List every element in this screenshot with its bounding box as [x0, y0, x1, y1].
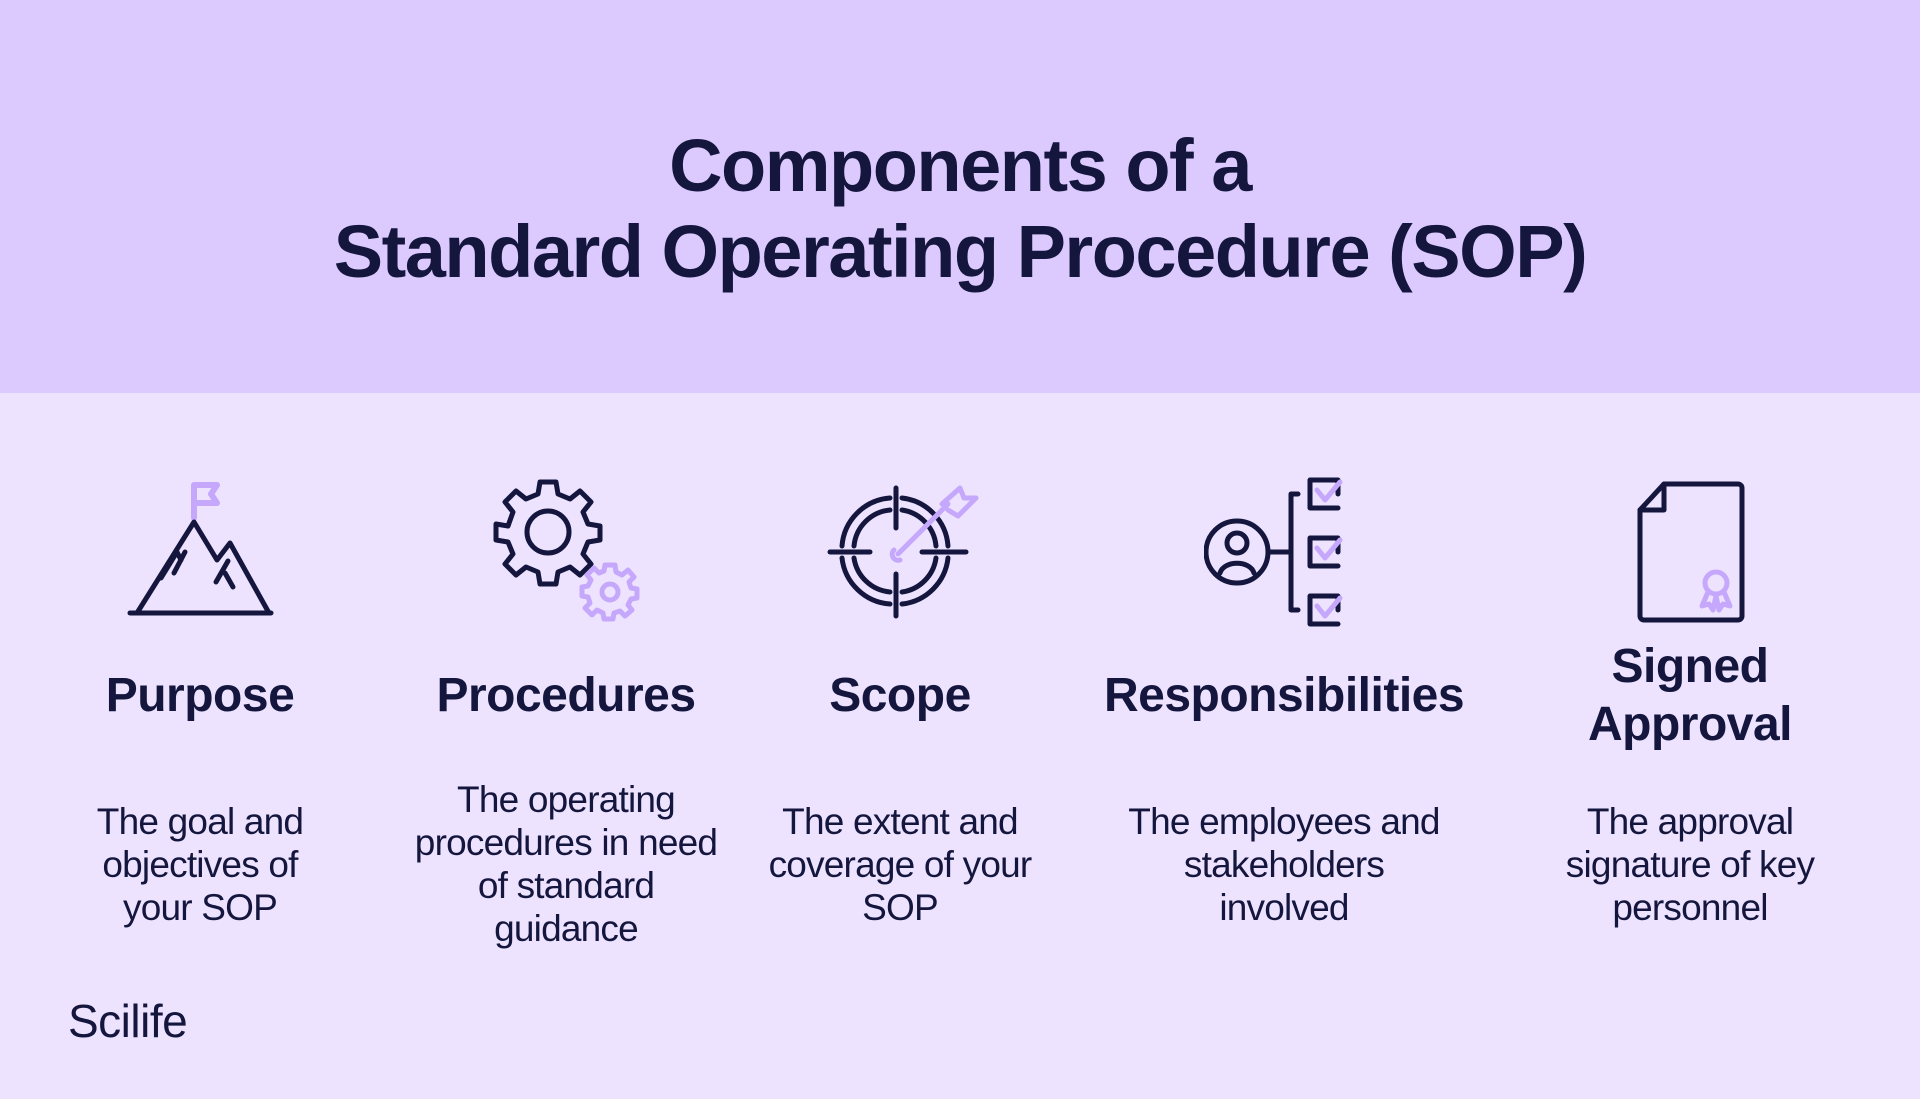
brand-logo: Scilife — [68, 995, 188, 1047]
component-purpose: Purpose The goal and objectives of your … — [10, 470, 390, 928]
page-title-line-2: Standard Operating Procedure (SOP) — [333, 210, 1588, 293]
page-title-line-1: Components of a — [669, 124, 1252, 207]
component-heading: Procedures — [436, 669, 696, 722]
component-scope: Scope The extent and coverage of your SO… — [710, 470, 1090, 928]
component-description: The employees and stakeholders involved — [1128, 801, 1440, 928]
component-description: The goal and objectives of your SOP — [96, 801, 304, 928]
component-description: The extent and coverage of your SOP — [768, 801, 1033, 928]
component-description: The approval signature of key personnel — [1565, 801, 1815, 928]
component-heading: Purpose — [105, 669, 295, 722]
component-procedures: Procedures The operating procedures in n… — [376, 470, 756, 949]
certificate-document-icon — [1500, 470, 1880, 630]
header-band — [0, 0, 1920, 393]
component-signed-approval: Signed Approval The approval signature o… — [1500, 470, 1880, 928]
component-description: The operating procedures in need of stan… — [414, 779, 718, 949]
target-arrow-icon — [710, 470, 1090, 630]
component-heading: Responsibilities — [1103, 669, 1465, 722]
component-heading: Scope — [829, 669, 971, 722]
mountain-flag-icon — [10, 470, 390, 630]
component-responsibilities: Responsibilities The employees and stake… — [1094, 470, 1474, 928]
person-checklist-icon — [1094, 470, 1474, 630]
page-title: Components of a Standard Operating Proce… — [0, 123, 1920, 295]
gears-icon — [376, 470, 756, 630]
component-heading: Signed Approval — [1587, 640, 1793, 751]
